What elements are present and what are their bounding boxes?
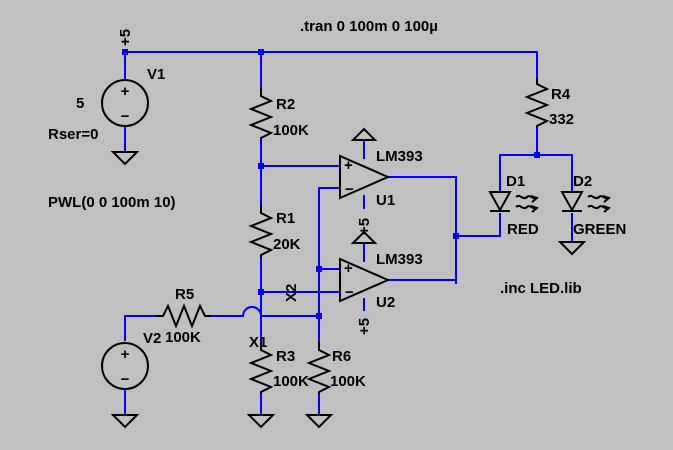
ground-icon [110,151,140,166]
r1-name: R1 [276,210,295,227]
wire-u1-out[interactable] [387,176,457,284]
u1-supply-label: +5 [356,218,373,235]
d2-model: GREEN [573,221,626,238]
labels: .tran 0 100m 0 100µ .inc LED.lib +5 V1 5… [48,18,626,390]
comparator-u2[interactable]: + − [339,257,391,303]
r6-name: R6 [332,348,351,365]
wires [124,51,573,416]
junction-dot [122,49,128,55]
light-emission-icon [515,194,537,200]
wire-x1-hop[interactable] [241,306,263,318]
led-d2[interactable] [560,191,612,213]
ground-icon [304,414,334,429]
comparator-u1[interactable]: + − [339,154,391,200]
led-d1[interactable] [488,191,540,213]
d2-name: D2 [573,173,592,190]
v2-plus-sign: + [121,346,130,363]
v1-name: V1 [147,66,165,83]
u2-in-plus-sign: + [344,260,353,277]
tran-directive[interactable]: .tran 0 100m 0 100µ [300,18,438,35]
junctions [122,49,540,319]
ground-icon [557,241,587,256]
r5-value: 100K [165,329,201,346]
junction-dot [453,233,459,239]
r2-value: 100K [273,122,309,139]
v1-net-label: +5 [117,29,134,46]
u1-name: U1 [376,192,395,209]
d1-name: D1 [506,173,525,190]
u1-in-plus-sign: + [344,157,353,174]
r3-name: R3 [276,348,295,365]
u2-name: U2 [376,294,395,311]
voltage-source-v2[interactable]: + − [101,342,149,390]
junction-dot [258,49,264,55]
wire-u1-in-minus[interactable] [318,187,341,261]
r4-name: R4 [551,86,571,103]
wire-led-cathodes[interactable] [455,213,501,237]
r4-value: 332 [549,111,574,128]
v2-name: V2 [143,330,161,347]
wire-supply-rail[interactable] [124,51,538,79]
supply-arrow-icon [350,127,378,141]
r5-name: R5 [175,286,194,303]
junction-dot [316,313,322,319]
net-label-x1: X1 [249,334,267,351]
resistor-r3[interactable] [248,342,274,394]
light-emission-icon [587,204,609,210]
v2-value: PWL(0 0 100m 10) [48,194,176,211]
resistor-r2[interactable] [248,88,274,140]
r3-value: 100K [273,373,309,390]
v2-minus-sign: − [121,371,130,388]
light-emission-icon [587,194,609,200]
resistor-r6[interactable] [306,342,332,394]
v1-value: 5 [76,95,84,112]
resistor-r5[interactable] [155,303,211,329]
ground-icon [246,414,276,429]
include-directive[interactable]: .inc LED.lib [500,280,582,297]
junction-dot [534,152,540,158]
u1-in-minus-sign: − [345,181,354,198]
r2-name: R2 [276,96,295,113]
u2-supply-label: +5 [356,318,373,335]
u2-in-minus-sign: − [345,284,354,301]
net-label-x2: X2 [283,284,300,302]
d1-model: RED [507,221,539,238]
junction-dot [258,163,264,169]
r1-value: 20K [273,236,301,253]
v1-param: Rser=0 [48,126,98,143]
r6-value: 100K [330,373,366,390]
v1-plus-sign: + [121,83,130,100]
junction-dot [316,266,322,272]
ground-icon [110,414,140,429]
voltage-source-v1[interactable]: + − [101,79,149,127]
v1-minus-sign: − [121,108,130,125]
light-emission-icon [515,204,537,210]
junction-dot [258,289,264,295]
u2-model: LM393 [376,251,423,268]
resistor-r1[interactable] [248,205,274,258]
resistor-r4[interactable] [524,78,550,128]
supply-arrow-icon [350,230,378,244]
u1-model: LM393 [376,148,423,165]
